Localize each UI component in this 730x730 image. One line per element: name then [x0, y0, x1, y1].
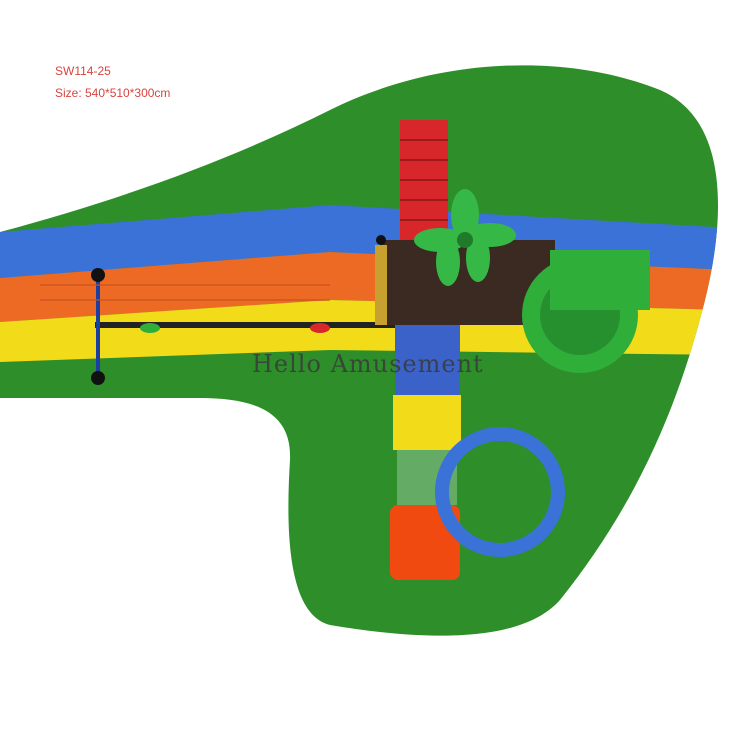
palm-tree — [414, 189, 516, 286]
tube-slide — [390, 325, 461, 580]
horizontal-ladder — [40, 268, 395, 385]
watermark: Hello Amusement — [252, 350, 484, 378]
product-model: SW114-25 — [55, 64, 111, 78]
blue-ring — [435, 427, 565, 557]
product-size: Size: 540*510*300cm — [55, 86, 171, 100]
spiral-slide — [522, 250, 650, 373]
red-stairs — [400, 120, 448, 240]
